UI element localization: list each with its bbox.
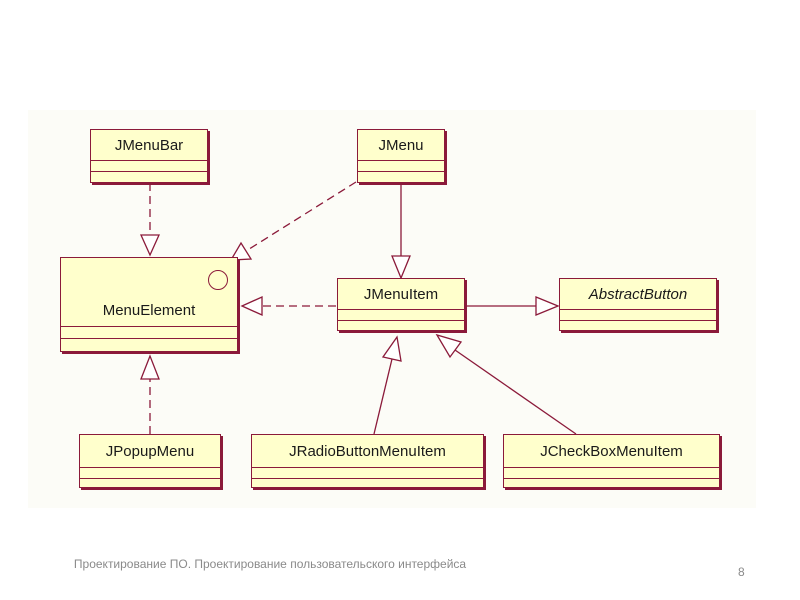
class-name: JRadioButtonMenuItem: [289, 442, 446, 460]
edge-jmenu-menuelement: [245, 181, 357, 252]
class-name: JMenuBar: [114, 136, 184, 154]
class-name: JCheckBoxMenuItem: [540, 442, 683, 460]
arrowhead: [140, 354, 160, 380]
footer-text: Проектирование ПО. Проектирование пользо…: [73, 557, 467, 571]
class-abstractbutton: AbstractButton: [559, 278, 717, 331]
arrowhead: [240, 295, 263, 317]
arrowhead: [391, 255, 411, 280]
arrowhead: [535, 296, 560, 316]
class-name: JMenu: [378, 136, 424, 154]
class-name: MenuElement: [102, 301, 196, 319]
class-name: JPopupMenu: [105, 442, 195, 460]
arrowhead: [139, 234, 161, 257]
page-number: 8: [738, 565, 745, 579]
class-jradiobuttonmenuitem: JRadioButtonMenuItem: [251, 434, 484, 488]
arrowhead: [435, 333, 463, 359]
arrowhead: [381, 335, 402, 362]
edge-jcheckbox-jmenuitem: [454, 349, 577, 435]
interface-icon: [208, 270, 228, 290]
class-jmenuitem: JMenuItem: [337, 278, 465, 331]
class-jmenu: JMenu: [357, 129, 445, 183]
class-name: AbstractButton: [588, 285, 688, 303]
class-name: JMenuItem: [363, 285, 439, 303]
class-menuelement: MenuElement: [60, 257, 238, 352]
class-jcheckboxmenuitem: JCheckBoxMenuItem: [503, 434, 720, 488]
edge-jradio-jmenuitem: [373, 358, 393, 435]
class-jpopupmenu: JPopupMenu: [79, 434, 221, 488]
class-jmenubar: JMenuBar: [90, 129, 208, 183]
arrowhead: [229, 241, 253, 261]
